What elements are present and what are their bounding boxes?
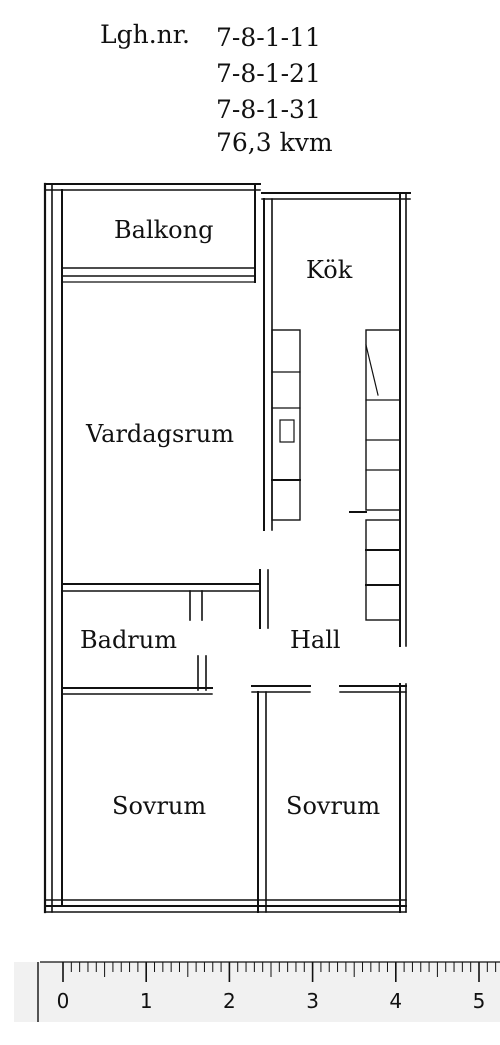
scale-label: 4 xyxy=(389,989,402,1013)
apartment-header: Lgh.nr. 7-8-1-11 7-8-1-21 7-8-1-31 76,3 … xyxy=(0,14,500,174)
kitchen-counter-line xyxy=(365,344,379,396)
room-label-vardagsrum: Vardagsrum xyxy=(86,420,234,448)
kitchen-sink xyxy=(279,419,295,443)
kitchen-counter xyxy=(271,329,301,521)
apartment-number: 7-8-1-11 xyxy=(216,23,321,52)
room-label-badrum: Badrum xyxy=(80,626,177,654)
scale-label: 0 xyxy=(57,989,70,1013)
wardrobe xyxy=(365,519,401,621)
apartment-number-list: 7-8-1-11 7-8-1-21 7-8-1-31 xyxy=(216,20,321,128)
scale-ruler: 0 1 2 3 4 5 xyxy=(14,961,500,1022)
apartment-number-label: Lgh.nr. xyxy=(100,20,190,49)
room-label-sovrum: Sovrum xyxy=(112,792,207,820)
apartment-number: 7-8-1-21 xyxy=(216,59,321,88)
scale-label: 1 xyxy=(140,989,153,1013)
kitchen-counter xyxy=(365,329,401,511)
scale-label: 5 xyxy=(473,989,486,1013)
apartment-number: 7-8-1-31 xyxy=(216,95,321,124)
room-label-balkong: Balkong xyxy=(114,216,214,244)
apartment-area: 76,3 kvm xyxy=(216,128,333,157)
scale-ruler-shade xyxy=(14,962,500,1022)
scale-label: 2 xyxy=(223,989,236,1013)
room-label-sovrum: Sovrum xyxy=(286,792,381,820)
scale-label: 3 xyxy=(306,989,319,1013)
room-label-kok: Kök xyxy=(306,256,353,284)
room-label-hall: Hall xyxy=(290,626,341,654)
